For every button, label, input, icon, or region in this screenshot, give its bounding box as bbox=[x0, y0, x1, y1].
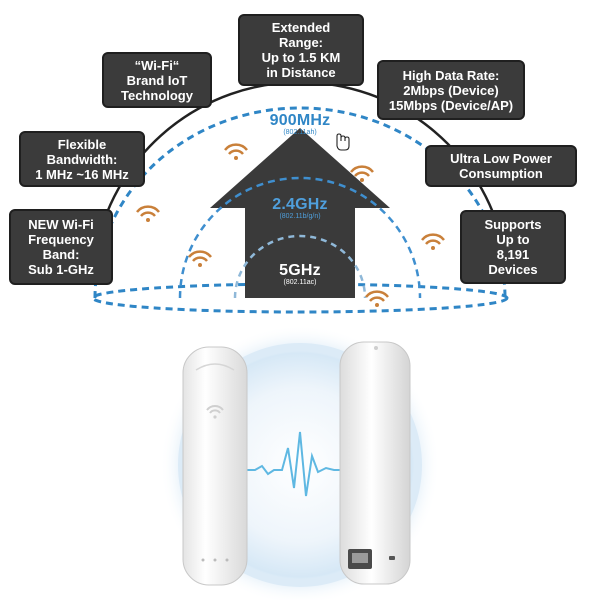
band-5ghz-label: 5GHz bbox=[279, 262, 321, 279]
signal-pulse-line bbox=[240, 431, 362, 497]
feature-extended-range: Extended Range: Up to 1.5 KM in Distance bbox=[238, 14, 364, 86]
glow-ring bbox=[178, 343, 422, 587]
band-2-4ghz-standard: (802.11b/g/n) bbox=[279, 213, 321, 220]
dome-5ghz bbox=[233, 234, 367, 299]
house-shape bbox=[210, 128, 390, 298]
band-5ghz-standard: (802.11ac) bbox=[283, 279, 317, 286]
feature-high-data-rate: High Data Rate: 2Mbps (Device) 15Mbps (D… bbox=[377, 60, 525, 120]
wifi-icon bbox=[224, 143, 248, 160]
wifi-icon bbox=[365, 290, 389, 307]
status-led bbox=[201, 558, 205, 562]
feature-new-wifi-band: NEW Wi-Fi Frequency Band: Sub 1-GHz bbox=[9, 209, 113, 285]
feature-ultra-low-power: Ultra Low Power Consumption bbox=[425, 145, 577, 187]
band-900mhz-standard: (802.11ah) bbox=[283, 129, 317, 136]
feature-supports-devices: Supports Up to 8,191 Devices bbox=[460, 210, 566, 284]
band-900mhz: 900MHz (802.11ah) bbox=[250, 112, 350, 136]
wifi-icon bbox=[136, 205, 160, 222]
feature-brand-iot: “Wi-Fi“ Brand IoT Technology bbox=[102, 52, 212, 108]
band-900mhz-label: 900MHz bbox=[269, 112, 331, 129]
hand-cursor-icon bbox=[336, 133, 350, 151]
status-led bbox=[225, 558, 229, 562]
band-2-4ghz: 2.4GHz (802.11b/g/n) bbox=[250, 196, 350, 220]
device-front bbox=[182, 346, 248, 586]
device-back bbox=[339, 341, 411, 585]
wifi-icon bbox=[188, 250, 212, 267]
status-led bbox=[213, 558, 217, 562]
wifi-logo-icon bbox=[206, 405, 224, 419]
wifi-icon bbox=[350, 165, 374, 182]
band-5ghz: 5GHz (802.11ac) bbox=[250, 262, 350, 286]
wifi-icon bbox=[421, 233, 445, 250]
band-2-4ghz-label: 2.4GHz bbox=[272, 196, 328, 213]
reset-button bbox=[389, 556, 395, 560]
feature-flexible-bandwidth: Flexible Bandwidth: 1 MHz ~16 MHz bbox=[19, 131, 145, 187]
